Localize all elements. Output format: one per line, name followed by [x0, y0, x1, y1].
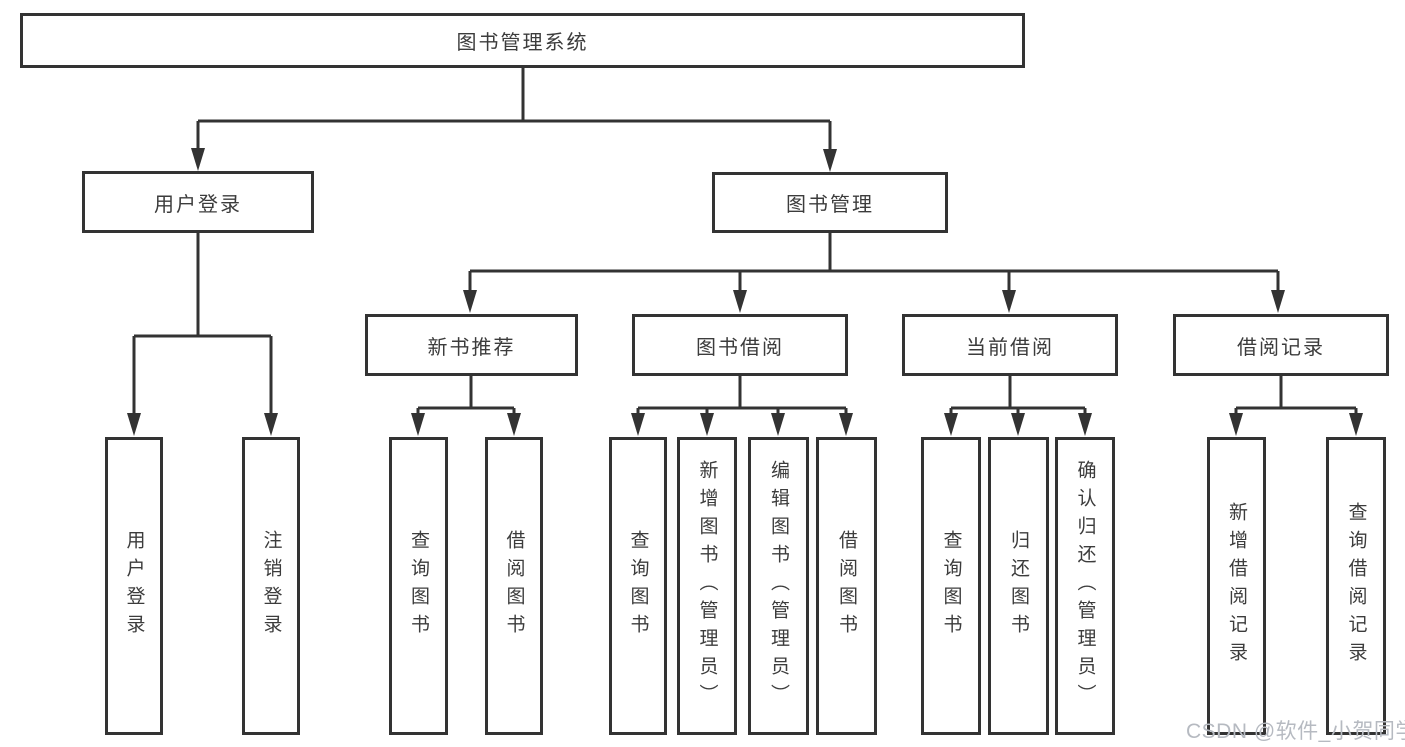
- leaf-query-borrow-record-label: 查询借阅记录: [1345, 502, 1367, 670]
- node-user-login: 用户登录: [82, 171, 314, 233]
- node-root: 图书管理系统: [20, 13, 1025, 68]
- leaf-borrow-books-recommend-label: 借阅图书: [503, 530, 525, 642]
- leaf-query-books-borrow: 查询图书: [609, 437, 667, 735]
- leaf-user-login-label: 用户登录: [123, 530, 145, 642]
- leaf-confirm-return-admin: 确认归还（管理员）: [1055, 437, 1115, 735]
- leaf-add-borrow-record: 新增借阅记录: [1207, 437, 1266, 735]
- leaf-query-books-recommend-label: 查询图书: [408, 530, 429, 642]
- leaf-return-books-label: 归还图书: [1008, 530, 1029, 642]
- node-borrow-records-label: 借阅记录: [1237, 336, 1325, 359]
- leaf-add-books-admin-label: 新增图书（管理员）: [696, 460, 718, 712]
- node-current-borrow: 当前借阅: [902, 314, 1118, 376]
- node-new-book-recommend: 新书推荐: [365, 314, 578, 376]
- leaf-borrow-books-recommend: 借阅图书: [485, 437, 543, 735]
- arrowhead-icons: [127, 148, 1363, 436]
- leaf-borrow-books: 借阅图书: [816, 437, 877, 735]
- node-user-login-label: 用户登录: [154, 193, 242, 216]
- leaf-edit-books-admin-label: 编辑图书（管理员）: [768, 460, 789, 712]
- leaf-query-books-recommend: 查询图书: [389, 437, 448, 735]
- leaf-confirm-return-admin-label: 确认归还（管理员）: [1074, 460, 1096, 712]
- leaf-logout: 注销登录: [242, 437, 300, 735]
- leaf-add-borrow-record-label: 新增借阅记录: [1226, 502, 1247, 670]
- leaf-logout-label: 注销登录: [260, 530, 282, 642]
- leaf-query-books-borrow-label: 查询图书: [627, 530, 649, 642]
- node-root-label: 图书管理系统: [456, 32, 589, 54]
- node-new-book-recommend-label: 新书推荐: [427, 336, 516, 359]
- node-book-borrow: 图书借阅: [632, 314, 848, 376]
- leaf-query-borrow-record: 查询借阅记录: [1326, 437, 1386, 735]
- leaf-add-books-admin: 新增图书（管理员）: [677, 437, 737, 735]
- node-current-borrow-label: 当前借阅: [966, 336, 1054, 359]
- node-book-borrow-label: 图书借阅: [696, 336, 784, 359]
- leaf-borrow-books-label: 借阅图书: [836, 530, 857, 642]
- leaf-user-login: 用户登录: [105, 437, 163, 735]
- leaf-query-books-current-label: 查询图书: [940, 530, 962, 642]
- leaf-query-books-current: 查询图书: [921, 437, 981, 735]
- leaf-return-books: 归还图书: [988, 437, 1049, 735]
- node-book-management: 图书管理: [712, 172, 948, 233]
- csdn-watermark: CSDN @软件_小贺同学: [1186, 720, 1405, 743]
- node-borrow-records: 借阅记录: [1173, 314, 1389, 376]
- leaf-edit-books-admin: 编辑图书（管理员）: [748, 437, 809, 735]
- node-book-management-label: 图书管理: [786, 194, 874, 216]
